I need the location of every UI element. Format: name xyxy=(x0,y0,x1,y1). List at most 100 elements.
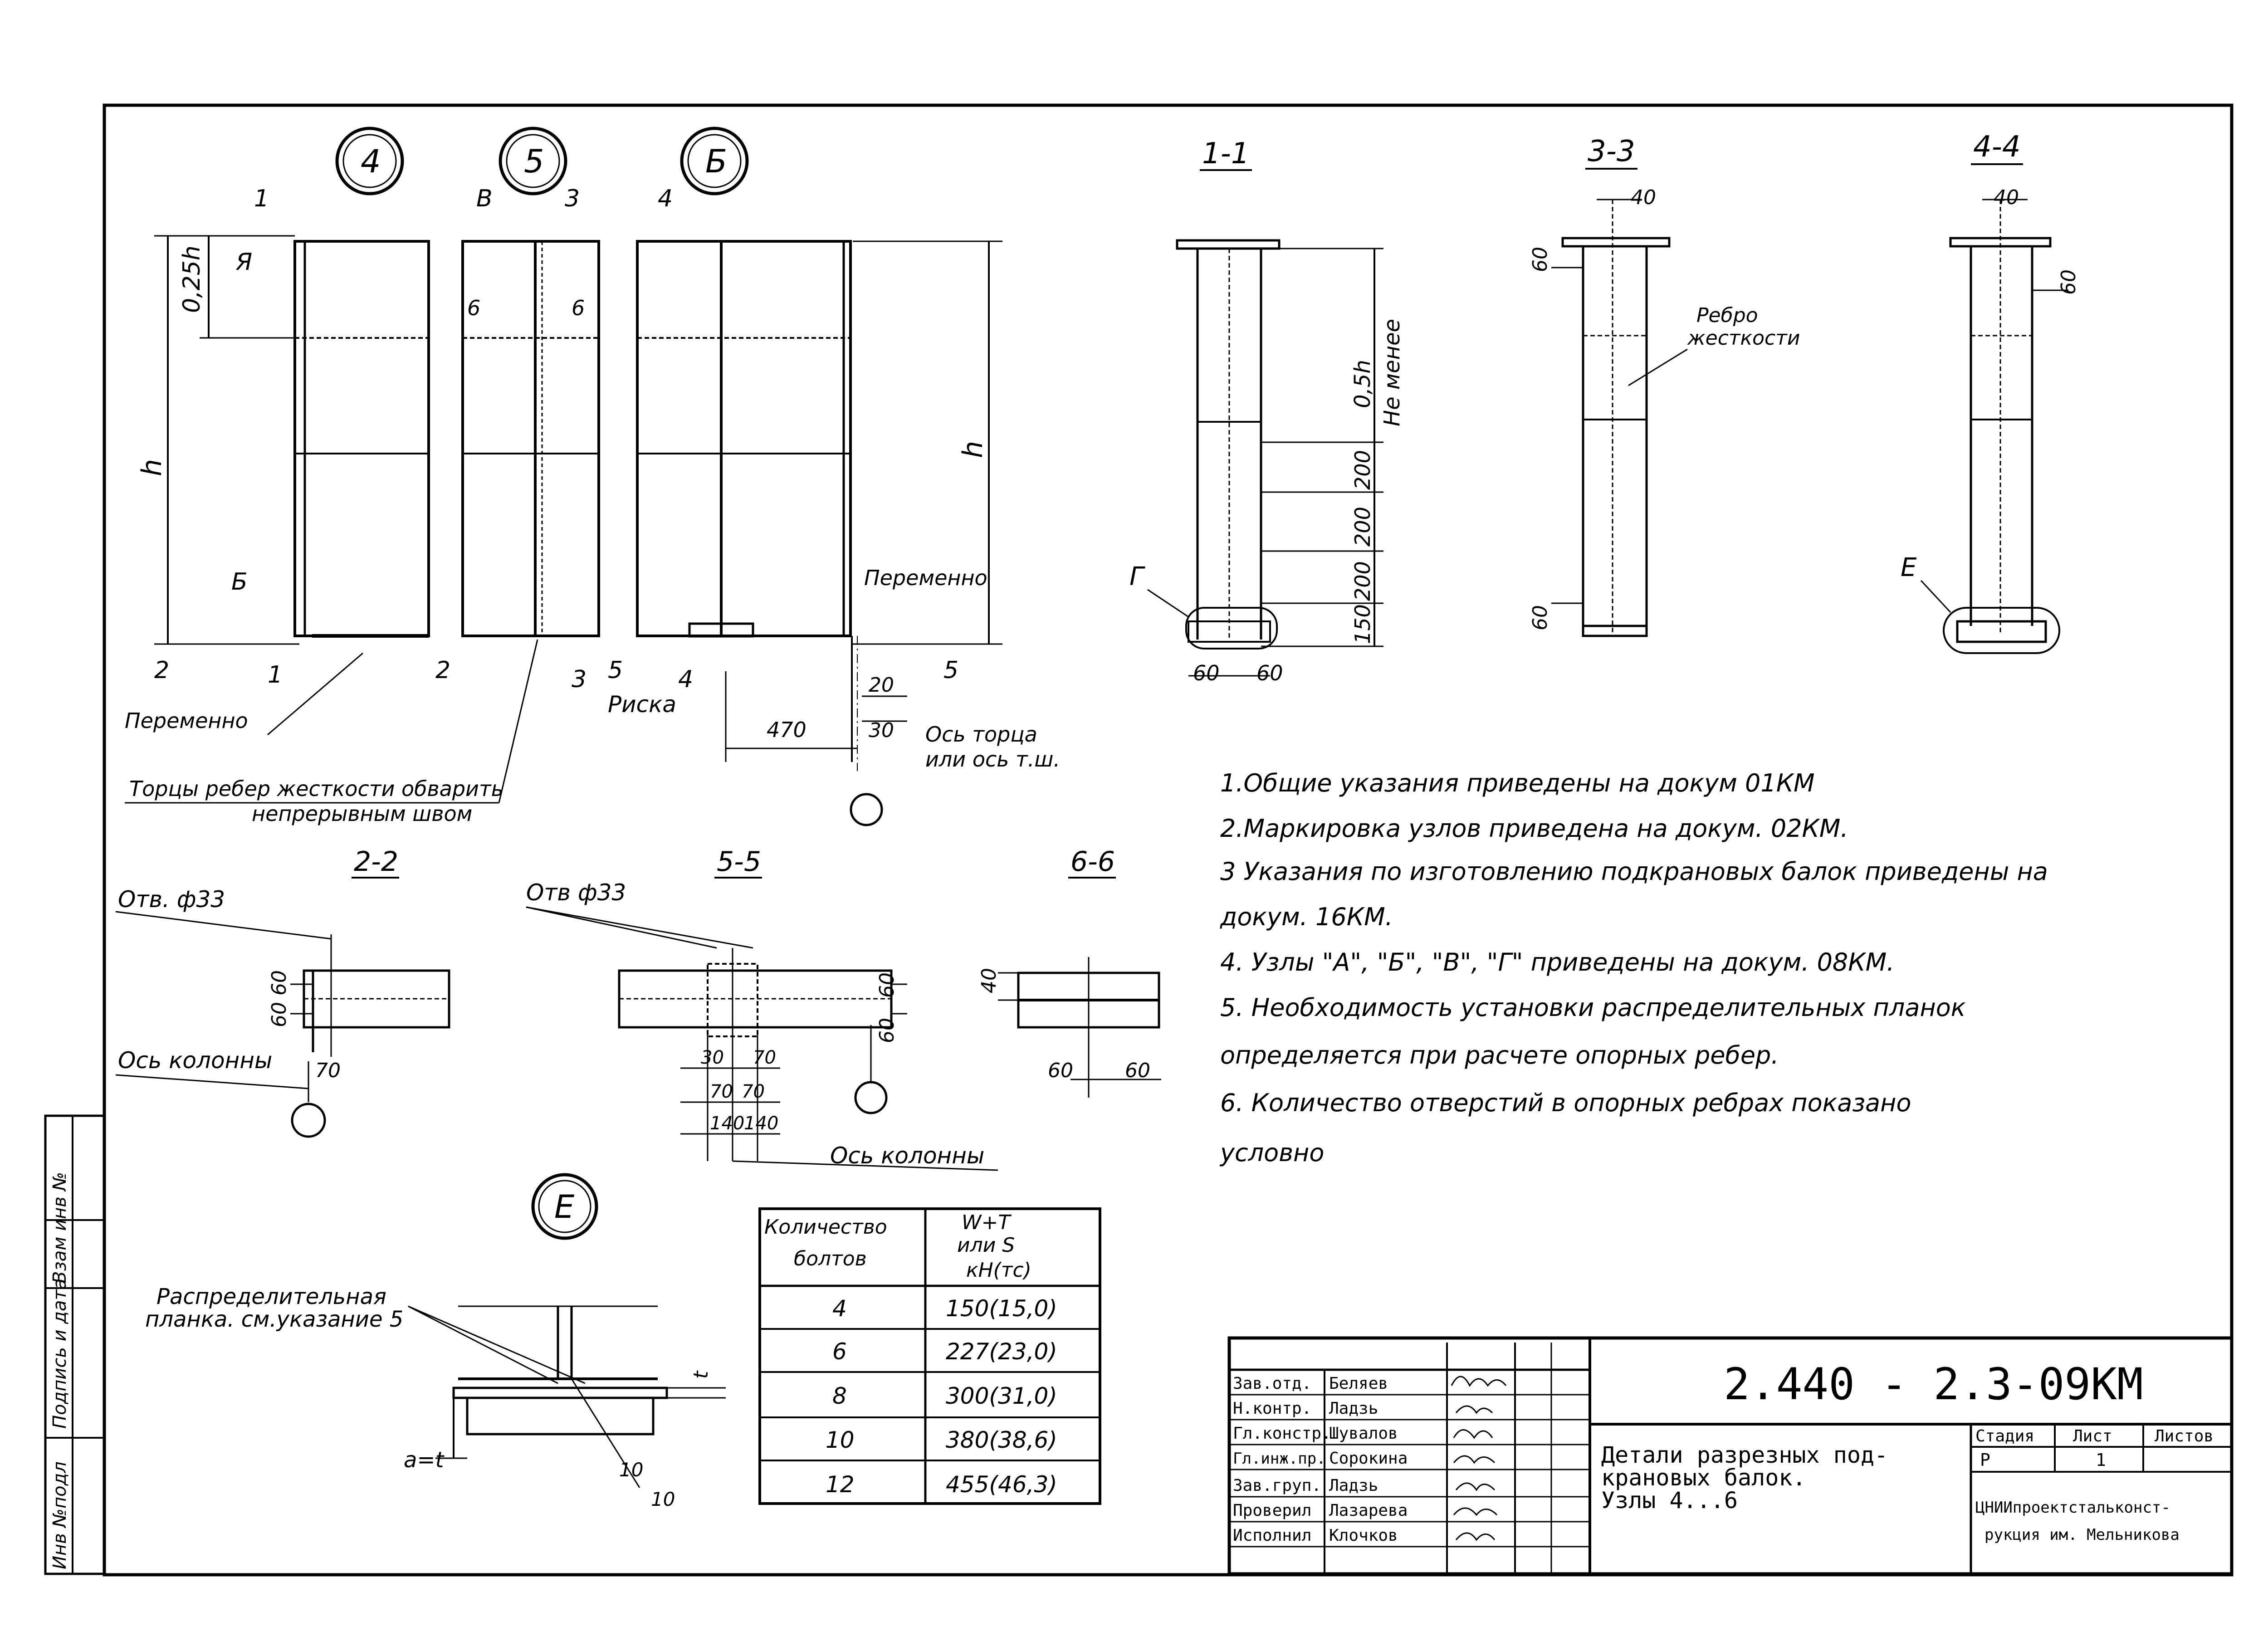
dim-60-a: 60 xyxy=(1193,661,1220,685)
dim-70: 70 xyxy=(315,1059,341,1082)
table-row-4-force: 455(46,3) xyxy=(946,1471,1057,1498)
sheets-label: Листов xyxy=(2155,1427,2214,1445)
dim-60-60: 60 60 xyxy=(268,970,291,1027)
node-b-label: Б xyxy=(231,568,248,596)
dim-025h: 0,25h xyxy=(178,245,205,313)
stamp-role-3: Гл.инж.пр. xyxy=(1233,1450,1326,1468)
node-e-detail: E Распределительная планка. см.указание … xyxy=(145,1173,726,1510)
section-2-2: 2-2 Отв. ф33 60 60 Ось колонны 70 xyxy=(115,846,450,1138)
note-5b: определяется при расчете опорных ребер. xyxy=(1220,1041,1779,1069)
cut-3-bot: 3 xyxy=(572,666,587,693)
node-e-label: Е xyxy=(1901,553,1917,582)
stamp-role-6: Исполнил xyxy=(1233,1526,1311,1545)
hole-label: Отв. ф33 xyxy=(118,886,225,913)
section-5-5: 5-5 Отв ф33 60 60 30 70 70 70 140 140 Ос… xyxy=(526,846,998,1171)
organization-1: ЦНИИпроектстальконст- xyxy=(1975,1499,2170,1517)
cut-b-label: В xyxy=(476,185,493,212)
dim-60-b: 60 xyxy=(875,1018,899,1043)
drawing-title-2: крановых балок. xyxy=(1601,1465,1806,1491)
stamp-role-5: Проверил xyxy=(1233,1501,1311,1520)
hole-label: Отв ф33 xyxy=(526,879,626,906)
plank-label-2: планка. см.указание 5 xyxy=(145,1307,403,1332)
cut-1-top: 1 xyxy=(254,185,269,212)
side-stamp: Инв №подл Подпись и дата Взам инв № xyxy=(44,1114,106,1575)
dim-30: 30 xyxy=(701,1047,724,1068)
side-vzam: Взам инв № xyxy=(49,1172,70,1284)
label-riska: Риска xyxy=(608,691,676,718)
bolt-table: Количество болтов W+T или S кН(тс) 4 150… xyxy=(758,1207,1101,1505)
table-row-2-force: 300(31,0) xyxy=(946,1383,1057,1409)
cut-5-right: 5 xyxy=(943,657,958,684)
dim-60-bottom: 60 xyxy=(1529,605,1552,630)
node-a-label: Я xyxy=(235,249,252,276)
axis-end-label-2: или ось т.ш. xyxy=(925,747,1060,771)
table-row-3-bolts: 10 xyxy=(826,1427,855,1453)
organization-2: рукция им. Мельникова xyxy=(1984,1526,2180,1544)
section-2-2-title: 2-2 xyxy=(354,846,398,878)
table-row-2-bolts: 8 xyxy=(832,1383,847,1409)
dim-60-b: 60 xyxy=(1256,661,1283,685)
dim-40: 40 xyxy=(978,968,1001,993)
dim-05h: 0,5h xyxy=(1350,360,1375,408)
cut-2-right: 2 xyxy=(435,657,450,684)
section-6-6: 6-6 40 60 60 xyxy=(978,846,1161,1098)
table-row-4-bolts: 12 xyxy=(826,1471,855,1498)
note-3: 3 Указания по изготовлению подкрановых б… xyxy=(1220,857,2048,886)
stamp-name-5: Лазарева xyxy=(1329,1501,1408,1520)
label-peremenno-left: Переменно xyxy=(125,708,248,733)
node-marker-6: Б xyxy=(680,127,749,195)
dim-70-b: 70 xyxy=(710,1081,733,1102)
table-row-0-force: 150(15,0) xyxy=(946,1295,1057,1322)
cut-6-right: 6 xyxy=(572,296,585,320)
axis-end-label: Ось торца xyxy=(925,722,1037,747)
side-podpis: Подпись и дата xyxy=(49,1279,70,1429)
note-1: 1.Общие указания приведены на докум 01КМ xyxy=(1220,769,1815,797)
note-3b: докум. 16КМ. xyxy=(1220,903,1393,931)
svg-text:E: E xyxy=(554,1188,575,1226)
label-zhestkosti: жесткости xyxy=(1687,327,1800,350)
axis-column-label: Ось колонны xyxy=(830,1143,984,1169)
section-6-6-title: 6-6 xyxy=(1070,846,1115,878)
label-peremenno-right: Переменно xyxy=(864,566,987,590)
general-notes: 1.Общие указания приведены на докум 01КМ… xyxy=(1219,769,2048,1167)
dim-a-eq-t: а=t xyxy=(404,1447,445,1473)
stamp-name-3: Сорокина xyxy=(1329,1449,1408,1468)
dim-470: 470 xyxy=(767,718,807,742)
dim-60: 60 xyxy=(2057,269,2080,295)
dim-200-c: 200 xyxy=(1350,561,1375,601)
dim-40: 40 xyxy=(1994,186,2019,209)
col1-header-line2: болтов xyxy=(794,1247,867,1270)
cut-1-bot: 1 xyxy=(268,661,283,688)
note-6b: условно xyxy=(1219,1138,1324,1167)
note-6: 6. Количество отверстий в опорных ребрах… xyxy=(1220,1089,1911,1117)
drawing-title-1: Детали разрезных под- xyxy=(1601,1442,1888,1468)
table-row-0-bolts: 4 xyxy=(832,1295,847,1322)
section-4-4-title: 4-4 xyxy=(1973,130,2021,164)
dim-140-b: 140 xyxy=(744,1113,778,1134)
node-g-label: Г xyxy=(1129,562,1145,591)
weld-note-2: непрерывным швом xyxy=(252,801,472,826)
cut-3-top: 3 xyxy=(565,185,580,212)
dim-40: 40 xyxy=(1631,186,1656,209)
svg-text:4: 4 xyxy=(361,143,381,180)
dim-10-b: 10 xyxy=(651,1488,675,1510)
col1-header-line1: Количество xyxy=(764,1216,887,1239)
table-row-3-force: 380(38,6) xyxy=(946,1427,1057,1453)
section-5-5-title: 5-5 xyxy=(717,846,761,878)
weld-note-1: Торцы ребер жесткости обварить xyxy=(129,776,503,801)
section-3-3: 3-3 40 60 60 Ребро жесткости xyxy=(1529,135,1800,637)
plank-label-1: Распределительная xyxy=(156,1284,386,1309)
node-marker-5: 5 xyxy=(499,127,567,195)
dim-140-a: 140 xyxy=(710,1113,744,1134)
col2-header-line3: кН(тс) xyxy=(966,1259,1031,1282)
section-3-3-title: 3-3 xyxy=(1588,135,1635,168)
note-2: 2.Маркировка узлов приведена на докум. 0… xyxy=(1220,814,1848,843)
dim-150: 150 xyxy=(1350,604,1375,644)
dim-60-a: 60 xyxy=(875,972,899,998)
document-code: 2.440 - 2.3-09КМ xyxy=(1724,1359,2143,1410)
stamp-name-1: Ладзь xyxy=(1329,1399,1378,1418)
section-4-4: 4-4 40 60 Е xyxy=(1901,130,2080,654)
signatures xyxy=(1451,1376,1507,1541)
section-1-1-title: 1-1 xyxy=(1202,137,1250,171)
